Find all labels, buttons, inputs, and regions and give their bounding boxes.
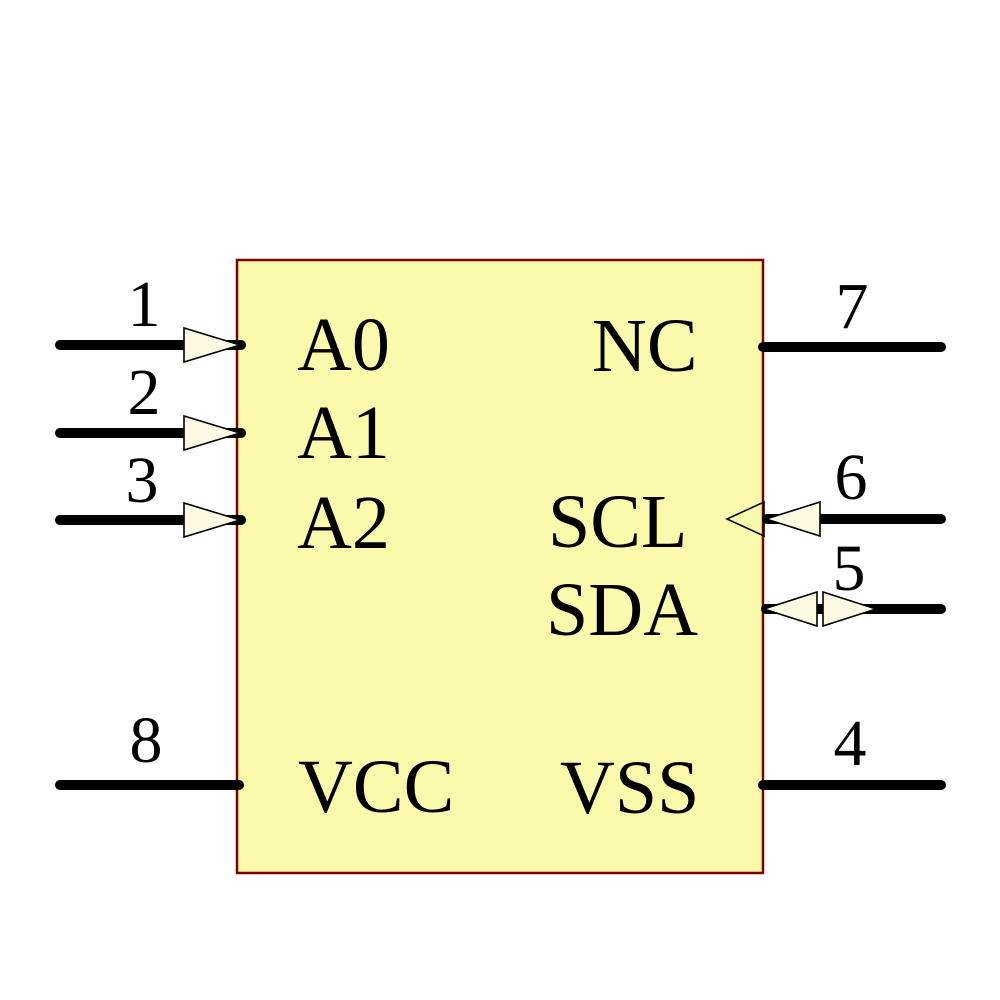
pin-8[interactable]: 8 VCC bbox=[55, 704, 454, 829]
pin-6-input-arrow-icon bbox=[763, 500, 821, 538]
ic-body[interactable] bbox=[235, 258, 765, 875]
pin-1-input-arrow-icon bbox=[183, 326, 243, 364]
pin-5-label: SDA bbox=[546, 568, 698, 652]
pin-5-number: 5 bbox=[833, 532, 866, 605]
pin-3-number: 3 bbox=[126, 444, 159, 517]
pin-3-label: A2 bbox=[297, 481, 390, 565]
pin-5-bidir-left-arrow-icon bbox=[761, 590, 818, 628]
pin-6-open-arrow-icon bbox=[725, 500, 765, 538]
pin-2-label: A1 bbox=[297, 391, 390, 475]
pin-1-number: 1 bbox=[128, 268, 161, 341]
pin-2-number: 2 bbox=[128, 356, 161, 429]
pin-2[interactable]: 2 A1 bbox=[55, 356, 390, 475]
pin-6-number: 6 bbox=[835, 441, 868, 514]
pin-6[interactable]: 6 SCL bbox=[548, 441, 946, 564]
pin-2-input-arrow-icon bbox=[183, 414, 243, 452]
pin-3-input-arrow-icon bbox=[183, 501, 243, 539]
pin-8-label: VCC bbox=[298, 745, 454, 829]
pin-1[interactable]: 1 A0 bbox=[55, 268, 390, 387]
pin-8-number: 8 bbox=[130, 704, 163, 777]
pin-6-label: SCL bbox=[548, 480, 687, 564]
pin-4-number: 4 bbox=[834, 707, 867, 780]
pin-4-label: VSS bbox=[560, 746, 699, 830]
pin-4[interactable]: 4 VSS bbox=[560, 707, 946, 830]
pin-5-bidir-right-arrow-icon bbox=[822, 590, 879, 628]
pin-7-label: NC bbox=[592, 304, 698, 388]
pin-3[interactable]: 3 A2 bbox=[55, 444, 390, 565]
pin-7-number: 7 bbox=[836, 270, 869, 343]
pin-1-label: A0 bbox=[297, 303, 390, 387]
pin-7[interactable]: 7 NC bbox=[592, 270, 946, 388]
pin-5[interactable]: 5 SDA bbox=[546, 532, 946, 652]
